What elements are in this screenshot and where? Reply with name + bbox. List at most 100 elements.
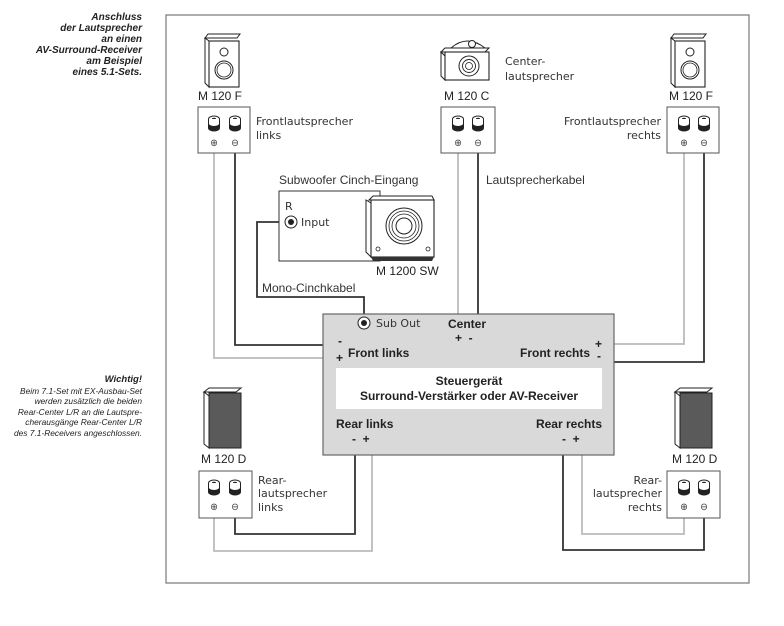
receiver-subtitle: Surround-Verstärker oder AV-Receiver xyxy=(360,389,578,403)
rear-right-polarity-label: - + xyxy=(562,432,580,446)
terminal-block xyxy=(666,470,721,519)
speaker-label-line: links xyxy=(256,129,281,142)
speaker-model-label: M 120 D xyxy=(201,452,247,466)
binding-post-icon xyxy=(698,479,710,496)
binding-post-icon xyxy=(678,115,690,132)
speaker-cable-label: Lautsprecherkabel xyxy=(486,173,585,187)
center-output-label: Center xyxy=(448,317,486,331)
minus-terminal-icon: ⊖ xyxy=(231,138,239,149)
rear-right-speaker: M 120 D ⊕ ⊖ Rear- lautsprecher rechts xyxy=(593,387,721,519)
wire-front-left-plus xyxy=(213,153,323,359)
surround-speaker-icon xyxy=(202,387,243,450)
bookshelf-speaker-icon xyxy=(204,33,241,89)
note-line: Beim 7.1-Set mit EX-Ausbau-Set xyxy=(20,385,142,396)
binding-post-icon xyxy=(452,115,464,132)
receiver-title: Steuergerät xyxy=(436,374,503,388)
caption-line: Anschluss xyxy=(91,12,142,23)
subwoofer-input-title: Subwoofer Cinch-Eingang xyxy=(279,173,418,187)
speaker-model-label: M 120 F xyxy=(669,89,713,103)
wire-front-left-minus xyxy=(234,153,323,346)
caption-line: eines 5.1-Sets. xyxy=(72,67,142,78)
binding-post-icon xyxy=(229,479,241,496)
binding-post-icon xyxy=(698,115,710,132)
binding-post-icon xyxy=(208,115,220,132)
speaker-label-line: rechts xyxy=(627,129,661,142)
speaker-cables xyxy=(213,153,705,552)
front-left-output-label: Front links xyxy=(348,346,410,360)
speaker-label-line: rechts xyxy=(628,501,662,514)
speaker-label-line: Rear- xyxy=(634,474,662,487)
wire-rear-left-plus xyxy=(213,455,373,552)
important-note-heading: Wichtig! xyxy=(104,374,142,385)
surround-speaker-icon xyxy=(673,387,714,450)
wire-rear-right-minus xyxy=(562,455,705,551)
sub-out-label: Sub Out xyxy=(376,317,421,330)
diagram-caption: Anschluss der Lautsprecher an einen AV-S… xyxy=(0,12,142,78)
center-polarity-label: + - xyxy=(455,331,473,345)
rear-left-polarity-label: - + xyxy=(352,432,370,446)
front-right-plus-label: + xyxy=(595,337,602,351)
rear-left-output-label: Rear links xyxy=(336,417,394,431)
rear-right-output-label: Rear rechts xyxy=(536,417,602,431)
wire-rear-left-minus xyxy=(234,455,356,535)
front-left-speaker: M 120 F ⊕ ⊖ Frontlautsprecher links xyxy=(197,33,353,154)
minus-terminal-icon: ⊖ xyxy=(231,502,239,513)
speaker-label-line: links xyxy=(258,501,283,514)
front-right-output-label: Front rechts xyxy=(520,346,590,360)
wire-rear-right-plus xyxy=(581,455,685,535)
cinch-input-jack-icon[interactable] xyxy=(284,215,298,229)
note-line: cherausgänge Rear-Center L/R xyxy=(25,417,142,427)
note-line: werden zusätzlich die beiden xyxy=(34,396,142,406)
caption-line: am Beispiel xyxy=(86,56,142,67)
bookshelf-speaker-icon xyxy=(670,33,707,89)
front-right-minus-label: - xyxy=(597,349,601,363)
subwoofer-model-label: M 1200 SW xyxy=(376,264,439,278)
subwoofer-icon xyxy=(365,195,435,261)
plus-terminal-icon: ⊕ xyxy=(680,502,688,513)
plus-terminal-icon: ⊕ xyxy=(210,138,218,149)
caption-line: AV-Surround-Receiver xyxy=(35,45,142,56)
channel-label: R xyxy=(285,200,293,213)
terminal-block xyxy=(197,106,251,154)
caption-line: der Lautsprecher xyxy=(60,23,142,34)
speaker-model-label: M 120 F xyxy=(198,89,242,103)
note-line: des 7.1-Receivers angeschlossen. xyxy=(13,427,142,438)
front-left-plus-label: + xyxy=(336,351,343,365)
binding-post-icon xyxy=(472,115,484,132)
plus-terminal-icon: ⊕ xyxy=(680,138,688,149)
binding-post-icon xyxy=(208,479,220,496)
speaker-label-line: Rear- xyxy=(258,474,286,487)
receiver-display xyxy=(336,368,602,409)
binding-post-icon xyxy=(678,479,690,496)
speaker-model-label: M 120 C xyxy=(444,89,490,103)
speaker-label-line: Frontlautsprecher xyxy=(564,115,661,128)
speaker-label-line: lautsprecher xyxy=(505,70,575,83)
plus-terminal-icon: ⊕ xyxy=(454,138,462,149)
speaker-label-line: Center- xyxy=(505,55,545,68)
av-receiver: Sub Out Center + - - + Front links Front… xyxy=(322,313,615,456)
important-note: Wichtig! Beim 7.1-Set mit EX-Ausbau-Set … xyxy=(0,374,142,438)
front-right-speaker: M 120 F ⊕ ⊖ Frontlautsprecher rechts xyxy=(564,33,720,154)
speaker-label-line: lautsprecher xyxy=(593,487,663,500)
terminal-block xyxy=(198,470,253,519)
minus-terminal-icon: ⊖ xyxy=(700,138,708,149)
note-line: Rear-Center L/R an die Lautspre- xyxy=(17,406,142,417)
minus-terminal-icon: ⊖ xyxy=(474,138,482,149)
subwoofer: Subwoofer Cinch-Eingang R Input M 1200 S… xyxy=(278,173,439,278)
center-speaker-icon xyxy=(439,40,491,82)
plus-terminal-icon: ⊕ xyxy=(210,502,218,513)
wire-front-right-minus xyxy=(614,153,705,363)
wire-front-right-plus xyxy=(614,153,685,345)
minus-terminal-icon: ⊖ xyxy=(700,502,708,513)
binding-post-icon xyxy=(229,115,241,132)
terminal-block xyxy=(440,106,496,154)
terminal-block xyxy=(666,106,720,154)
input-label: Input xyxy=(301,216,330,229)
wire-mono-cinch xyxy=(256,221,365,322)
center-speaker: Center- lautsprecher M 120 C ⊕ ⊖ xyxy=(439,40,575,154)
sub-out-jack-icon[interactable] xyxy=(357,316,371,330)
speaker-model-label: M 120 D xyxy=(672,452,718,466)
caption-line: an einen xyxy=(101,34,142,45)
speaker-label-line: lautsprecher xyxy=(258,487,328,500)
